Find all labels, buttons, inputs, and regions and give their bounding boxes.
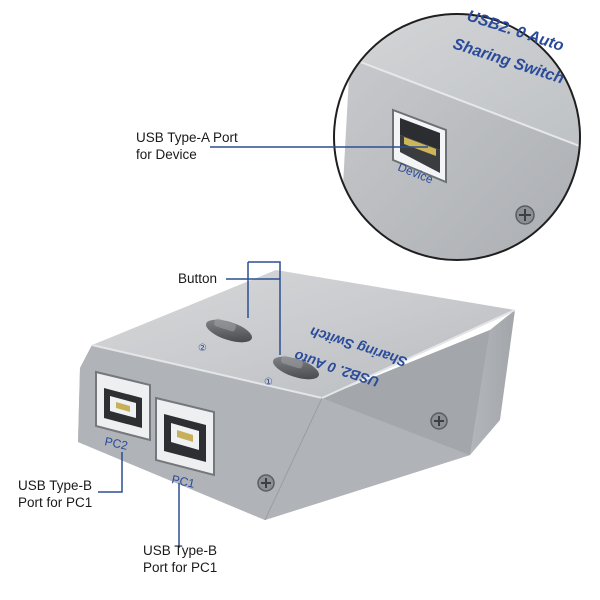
callout-usb-type-b-pc1: USB Type-B Port for PC1: [143, 542, 217, 576]
callout-label: Button: [178, 271, 218, 286]
button-pc1-symbol: ①: [264, 377, 273, 388]
screw-icon: [430, 412, 448, 430]
leader-lines: [98, 146, 428, 548]
pc2-port-label: PC2: [103, 434, 129, 453]
callout-button: Button: [178, 270, 217, 287]
callout-usb-type-b-pc2: USB Type-B Port for PC1: [18, 477, 92, 511]
usb-a-port-icon: [392, 108, 447, 184]
usb-b-port-pc1-icon: [155, 396, 215, 477]
zoom-detail: USB2. 0 Auto Sharing Switch Device: [333, 8, 581, 261]
callout-line2: for Device: [136, 147, 197, 162]
usb-b-port-pc2-icon: [95, 370, 151, 442]
button-pc2-symbol: ②: [198, 343, 207, 354]
button-pc2[interactable]: [203, 315, 254, 347]
pc1-port-label: PC1: [170, 472, 196, 491]
usb-switch-device: USB2. 0 Auto Sharing Switch ② ① PC2: [78, 270, 516, 521]
screw-icon: [257, 474, 275, 492]
screw-icon: [515, 205, 535, 225]
callout-line1: USB Type-B: [143, 543, 218, 558]
callout-line2: Port for PC1: [143, 560, 218, 575]
callout-line1: USB Type-B: [18, 478, 93, 493]
callout-usb-type-a-device: USB Type-A Port for Device: [136, 129, 238, 163]
button-pc1[interactable]: [270, 352, 321, 384]
callout-line2: Port for PC1: [18, 495, 93, 510]
callout-line1: USB Type-A Port: [136, 130, 238, 145]
